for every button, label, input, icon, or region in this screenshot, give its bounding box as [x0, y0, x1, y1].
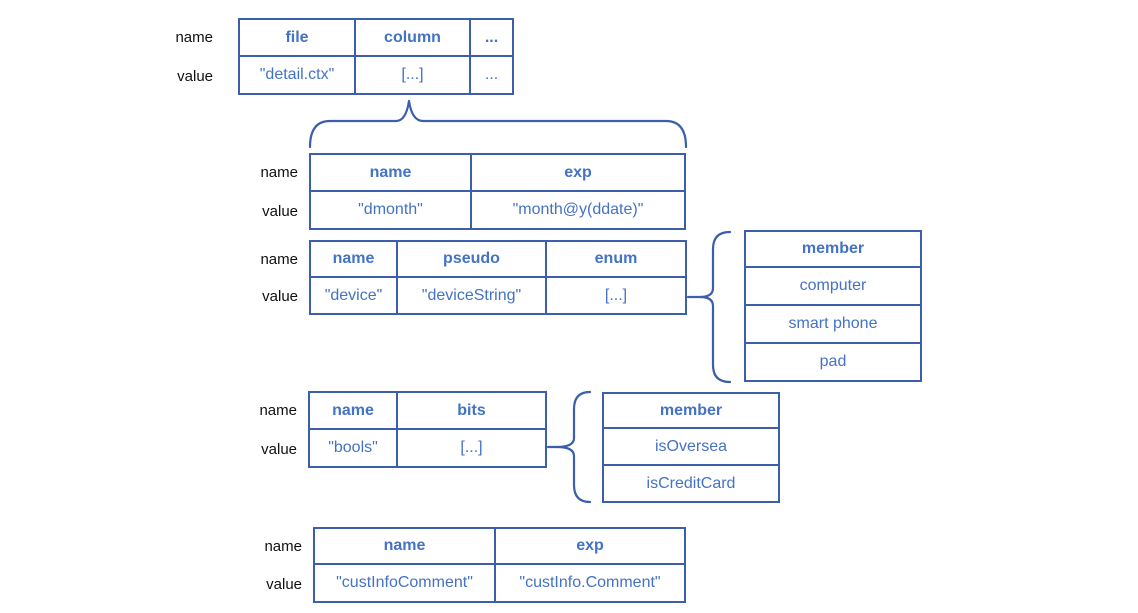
value-cell-name: "custInfoComment": [313, 565, 496, 603]
header-cell-name: name: [308, 391, 398, 430]
header-cell-pseudo: pseudo: [398, 240, 547, 278]
header-cell-name: name: [309, 153, 472, 192]
table-dmonth: name name exp value "dmonth" "month@y(dd…: [219, 153, 686, 230]
member-item-isoversea: isOversea: [602, 429, 780, 466]
table-device: name name pseudo enum value "device" "de…: [219, 240, 687, 315]
value-cell-exp: "custInfo.Comment": [496, 565, 686, 603]
table-root: name file column ... value "detail.ctx" …: [148, 18, 514, 95]
header-cell-file: file: [238, 18, 356, 57]
member-item-pad: pad: [744, 344, 922, 382]
brace-bits-expand: [555, 390, 592, 504]
value-cell-name: "device": [309, 278, 398, 315]
value-cell-file: "detail.ctx": [238, 57, 356, 95]
header-cell-name: name: [309, 240, 398, 278]
brace-column-expand: [308, 99, 688, 149]
member-item-computer: computer: [744, 268, 922, 306]
row-label-value: value: [262, 202, 298, 220]
member-item-smart-phone: smart phone: [744, 306, 922, 344]
value-cell-name: "dmonth": [309, 192, 472, 230]
row-label-name: name: [260, 250, 298, 268]
table-custinfo: name name exp value "custInfoComment" "c…: [223, 527, 686, 603]
member-list-bools-bits: member isOversea isCreditCard: [602, 392, 780, 503]
row-label-value: value: [177, 67, 213, 85]
header-cell-bits: bits: [398, 391, 547, 430]
row-label-name: name: [175, 29, 213, 46]
value-cell-exp: "month@y(ddate)": [472, 192, 686, 230]
value-cell-name: "bools": [308, 430, 398, 468]
header-cell-ellipsis: ...: [471, 18, 514, 57]
value-cell-enum: [...]: [547, 278, 687, 315]
brace-enum-expand: [698, 230, 732, 384]
row-label-value: value: [261, 440, 297, 458]
value-cell-column: [...]: [356, 57, 471, 95]
member-header-cell: member: [744, 230, 922, 268]
member-item-iscreditcard: isCreditCard: [602, 466, 780, 503]
header-cell-name: name: [313, 527, 496, 565]
value-cell-ellipsis: ...: [471, 57, 514, 95]
header-cell-enum: enum: [547, 240, 687, 278]
value-cell-pseudo: "deviceString": [398, 278, 547, 315]
header-cell-exp: exp: [496, 527, 686, 565]
row-label-name: name: [260, 164, 298, 181]
header-cell-exp: exp: [472, 153, 686, 192]
table-bools: name name bits value "bools" [...]: [218, 391, 547, 468]
header-cell-column: column: [356, 18, 471, 57]
row-label-name: name: [264, 537, 302, 555]
row-label-value: value: [266, 575, 302, 593]
member-header-cell: member: [602, 392, 780, 429]
row-label-value: value: [262, 288, 298, 305]
member-list-device-enum: member computer smart phone pad: [744, 230, 922, 382]
value-cell-bits: [...]: [398, 430, 547, 468]
row-label-name: name: [259, 402, 297, 419]
